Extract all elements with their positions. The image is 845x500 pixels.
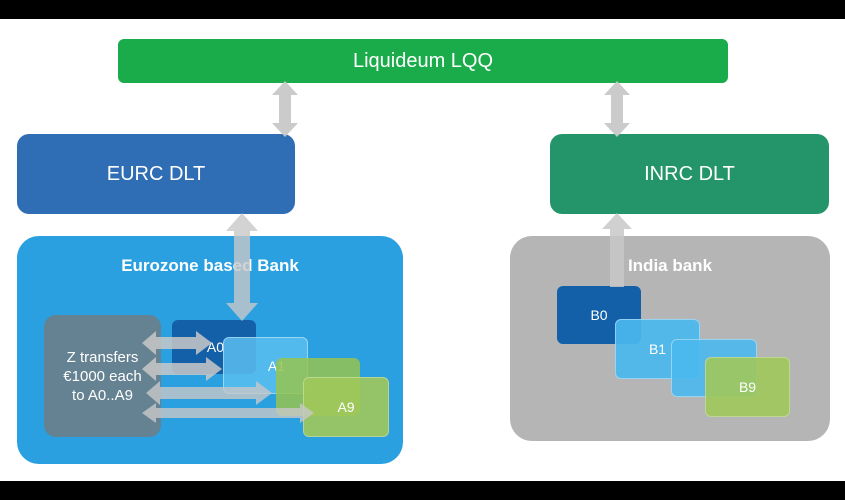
india-bank-title: India bank — [627, 256, 713, 275]
account-b1-label: B1 — [648, 341, 667, 357]
account-b9: B9 — [705, 357, 790, 417]
inrc-dlt-label: INRC DLT — [644, 162, 735, 185]
transfer-arrow-a-mid — [146, 381, 272, 405]
eurc-dlt-box: EURC DLT — [17, 134, 295, 214]
liquideum-bar: Liquideum LQQ — [118, 39, 728, 83]
transfer-arrow-a0 — [142, 331, 212, 355]
eurc-dlt-label: EURC DLT — [106, 162, 206, 185]
account-b0-label: B0 — [590, 307, 608, 323]
z-line-1: Z transfers — [66, 348, 139, 366]
double-arrow-lqq-inrc — [604, 81, 630, 137]
arrows-layer — [142, 81, 632, 423]
z-transfers-box: Z transfers €1000 each to A0..A9 — [44, 315, 161, 437]
double-arrow-eurc-a0 — [226, 213, 258, 321]
double-arrow-lqq-eurc — [272, 81, 298, 137]
account-b9-label: B9 — [738, 379, 757, 395]
liquideum-label: Liquideum LQQ — [352, 49, 494, 72]
account-a9: A9 — [303, 377, 389, 437]
transfer-arrow-a9 — [142, 403, 314, 423]
z-line-2: €1000 each — [63, 367, 142, 385]
z-line-3: to A0..A9 — [72, 386, 133, 404]
inrc-dlt-box: INRC DLT — [550, 134, 829, 214]
arrow-b0-inrc — [602, 213, 632, 287]
diagram-canvas: Liquideum LQQ EURC DLT INRC DLT Eurozone… — [0, 19, 845, 481]
account-a9-label: A9 — [337, 399, 355, 415]
transfer-arrow-a1 — [142, 357, 222, 381]
eurozone-bank-title: Eurozone based Bank — [121, 256, 299, 275]
